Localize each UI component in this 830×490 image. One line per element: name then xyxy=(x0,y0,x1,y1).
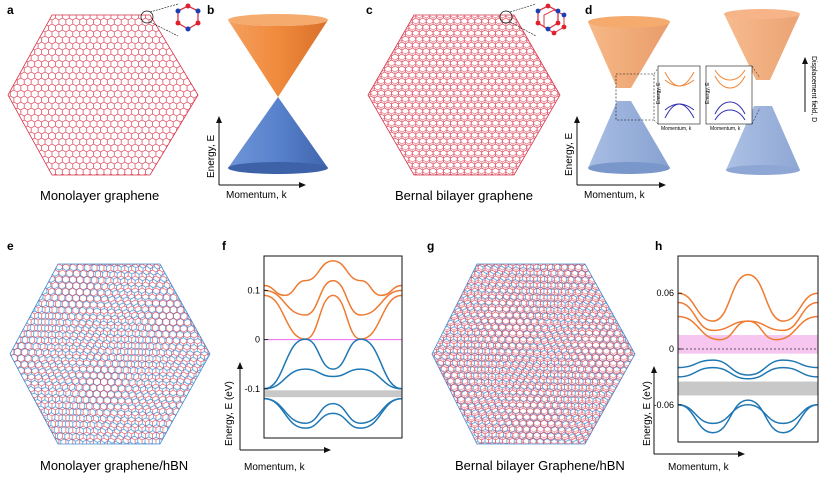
inset-box-left xyxy=(615,65,701,125)
ytick-label: -0.1 xyxy=(244,384,260,394)
band-line-blue-6 xyxy=(677,399,819,434)
zoom-hexagon-a xyxy=(140,3,201,37)
ytick-label: -0.06 xyxy=(653,400,674,410)
ytick-label: 0 xyxy=(669,344,674,354)
inset-ylabel-right: Energy, E xyxy=(705,82,711,104)
panel-label-g: g xyxy=(427,239,434,253)
panel-label-e: e xyxy=(7,239,14,253)
band-line-orange-2 xyxy=(677,315,819,341)
band-line-orange-0 xyxy=(677,273,819,322)
axes-b xyxy=(216,116,306,188)
panel-label-c: c xyxy=(366,3,373,17)
ylabel-f: Energy, E (eV) xyxy=(224,381,235,446)
panel-label-f: f xyxy=(222,239,227,253)
xlabel-f: Momentum, k xyxy=(244,462,306,473)
band-chart-f: 0.1 0 -0.1 xyxy=(237,255,403,453)
band-gap xyxy=(678,381,818,396)
band-line-blue-4 xyxy=(263,368,403,390)
ytick-label: 0.06 xyxy=(656,288,674,298)
bilayer-lattice xyxy=(367,14,561,176)
moire-lattice-e xyxy=(9,263,211,445)
bilayer-cones-left xyxy=(588,16,670,174)
caption-g: Bernal bilayer Graphene/hBN xyxy=(455,458,625,473)
bilayer-cones-right xyxy=(724,9,800,175)
inset-box-right xyxy=(705,65,761,125)
caption-e: Monolayer graphene/hBN xyxy=(40,458,188,473)
band-line-blue-5 xyxy=(263,397,403,429)
ylabel-h: Energy, E (eV) xyxy=(642,381,653,446)
caption-a: Monolayer graphene xyxy=(40,188,159,203)
moire-lattice-g xyxy=(431,263,636,445)
axes-d xyxy=(574,116,666,188)
ylabel-b: Energy, E xyxy=(206,135,217,178)
xlabel-h: Momentum, k xyxy=(668,462,730,473)
band-line-blue-6 xyxy=(263,397,403,424)
band-line-orange-1 xyxy=(263,279,403,316)
panel-label-h: h xyxy=(655,239,662,253)
band-line-blue-3 xyxy=(263,338,403,390)
plot-frame xyxy=(263,255,403,439)
band-line-blue-4 xyxy=(677,366,819,380)
xlabel-d: Momentum, k xyxy=(584,190,646,201)
xlabel-b: Momentum, k xyxy=(226,190,288,201)
band-chart-h: 0.06 0 -0.06 xyxy=(651,255,819,457)
monolayer-lattice xyxy=(7,14,199,176)
band-line-orange-0 xyxy=(263,260,403,297)
ylabel-d: Energy, E xyxy=(564,133,575,176)
band-line-blue-3 xyxy=(677,359,819,376)
inset-ylabel-left: Energy, E xyxy=(656,82,662,104)
inset-xlabel-left: Momentum, k xyxy=(661,126,692,132)
band-line-blue-5 xyxy=(677,404,819,425)
dirac-cone-b xyxy=(228,14,328,174)
panel-label-b: b xyxy=(207,3,214,17)
caption-c: Bernal bilayer graphene xyxy=(395,188,533,203)
ytick-label: 0.1 xyxy=(247,285,260,295)
zoom-hexagon-c xyxy=(499,3,567,37)
band-gap xyxy=(264,390,402,398)
inset-xlabel-right: Momentum, k xyxy=(710,126,741,132)
panel-label-a: a xyxy=(7,3,14,17)
ytick-label: 0 xyxy=(255,335,260,345)
side-label-d: Displacement field, D xyxy=(810,56,817,122)
band-line-orange-1 xyxy=(677,301,819,332)
band-line-orange-2 xyxy=(263,294,403,340)
panel-label-d: d xyxy=(585,3,592,17)
pink-band xyxy=(678,335,818,354)
